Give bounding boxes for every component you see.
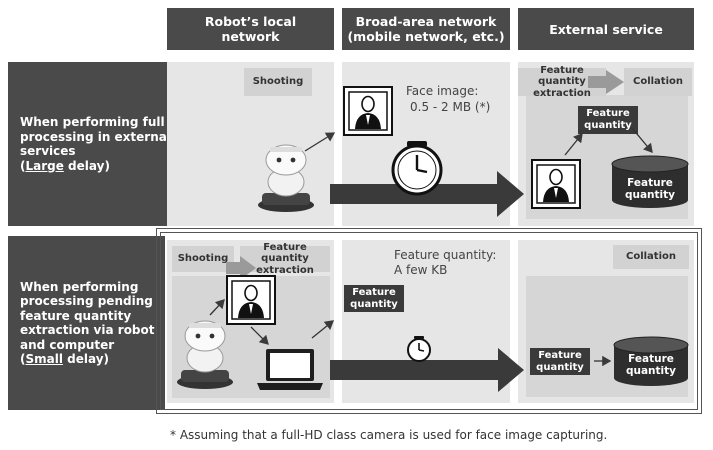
shooting-box-row1: Shooting	[244, 68, 312, 96]
row-label-pending-extraction: When performing processing pending featu…	[8, 236, 165, 410]
feature-tag-row2: Feature quantity	[530, 348, 590, 375]
delay-word: Large	[25, 158, 64, 173]
collation-box-row2: Collation	[613, 245, 689, 269]
column-header-broad-area: Broad-area network (mobile network, etc.…	[342, 8, 510, 50]
flow-arrow-icon	[588, 70, 624, 94]
clock-icon	[407, 336, 431, 362]
robot-icon	[258, 144, 314, 212]
database-icon	[611, 155, 689, 208]
clock-icon	[391, 141, 443, 196]
row-label-text: When performing processing pending featu…	[20, 279, 155, 352]
face-image-caption: Face image:	[406, 84, 479, 98]
row-label-full-processing: When performing full processing in exter…	[8, 62, 172, 226]
shooting-box-row2: Shooting	[172, 246, 234, 272]
extraction-box-row1: Feature quantity extraction	[518, 65, 606, 99]
delay-word: Small	[25, 352, 63, 366]
collation-box-row1: Collation	[624, 68, 692, 96]
highlight-frame-inner	[160, 232, 698, 410]
face-photo-icon	[343, 86, 393, 136]
flow-arrow-icon	[330, 348, 524, 392]
database-label-row1: Feature quantity	[624, 177, 676, 201]
flow-arrow-icon	[330, 171, 524, 217]
delay-suffix: delay)	[63, 158, 110, 173]
laptop-icon	[257, 349, 323, 390]
flow-arrow-icon	[226, 256, 256, 280]
row-label-delay: (Large delay)	[20, 158, 110, 173]
face-photo-icon	[531, 159, 581, 209]
feature-tag-in-transit: Feature quantity	[344, 285, 404, 312]
robot-icon	[177, 320, 233, 389]
feature-quantity-caption: Feature quantity:	[394, 248, 497, 262]
database-label-row2: Feature quantity	[625, 353, 677, 377]
row-label-text: When performing full processing in exter…	[20, 115, 171, 158]
delay-suffix: delay)	[62, 352, 110, 366]
feature-quantity-size: A few KB	[394, 263, 448, 277]
highlight-frame-outer	[156, 228, 702, 414]
database-icon	[613, 336, 689, 386]
face-photo-icon	[226, 275, 276, 325]
footnote: * Assuming that a full-HD class camera i…	[170, 428, 608, 442]
column-header-external: External service	[518, 8, 694, 50]
face-image-size: 0.5 - 2 MB (*)	[410, 100, 491, 114]
row-label-delay: (Small delay)	[20, 352, 110, 366]
column-header-local: Robot’s local network	[167, 8, 334, 50]
feature-tag-row1: Feature quantity	[578, 106, 638, 134]
